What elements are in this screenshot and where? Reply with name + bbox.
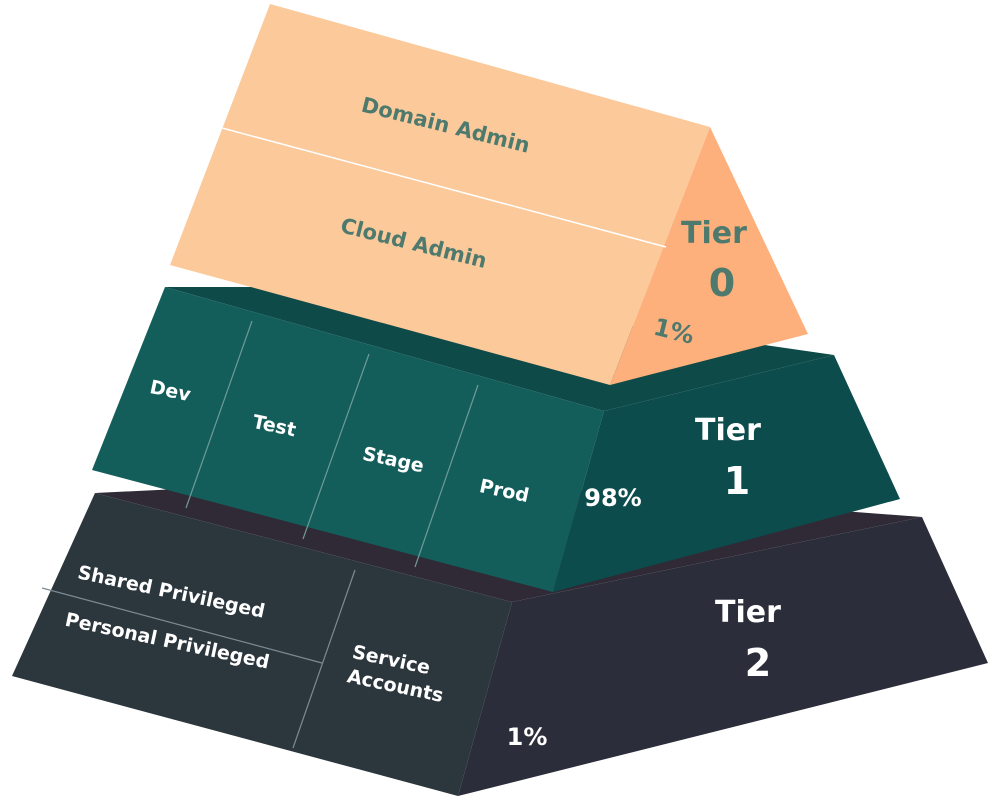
tier-1-label-line1: Tier <box>695 413 761 448</box>
tier-0-side-face <box>610 127 808 385</box>
tier-0-label-line2: 0 <box>709 261 735 305</box>
tier-0-label-line1: Tier <box>681 216 747 251</box>
tier-0: Domain Admin Cloud Admin Tier 0 1% <box>170 4 808 385</box>
tier-2-side-face <box>458 517 988 796</box>
tier-2-label-line2: 2 <box>745 641 771 685</box>
tier-2-divider-horizontal <box>41 587 323 664</box>
tier-2-percent: 1% <box>507 723 548 751</box>
tier-1-percent: 98% <box>584 484 641 512</box>
tier-1-side-face <box>553 355 900 592</box>
tier-2-label-line1: Tier <box>715 595 781 630</box>
tier-2-front-face <box>12 493 512 796</box>
tier-1-front-face <box>92 287 604 592</box>
tier-2-divider-vertical <box>292 569 356 749</box>
tier-1-label-line2: 1 <box>724 459 750 503</box>
tier-0-divider <box>221 127 667 248</box>
tier-0-front-face <box>170 4 710 385</box>
tier-1-divider-3 <box>414 384 479 568</box>
tier-1-divider-1 <box>185 320 253 509</box>
tier-1-divider-2 <box>302 353 370 540</box>
